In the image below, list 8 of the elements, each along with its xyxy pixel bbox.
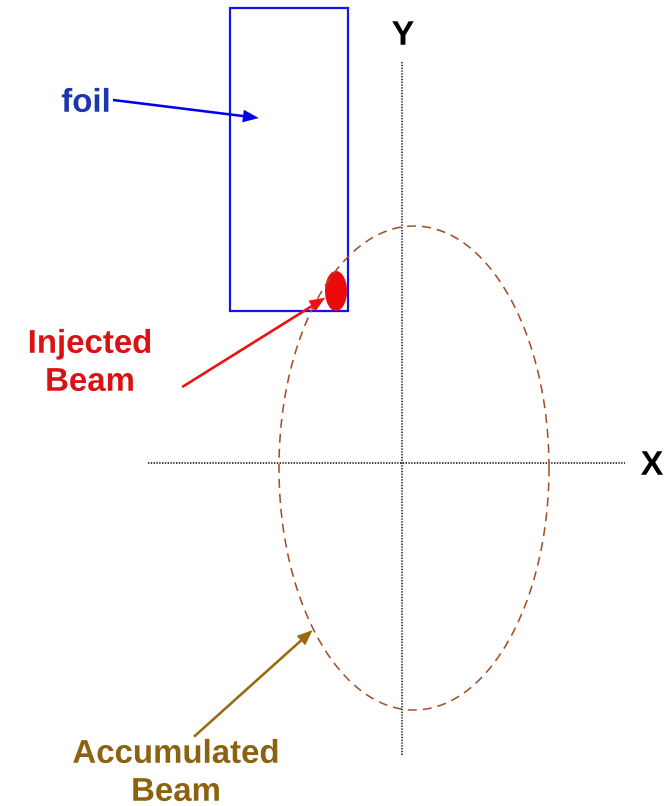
beam-spot — [325, 271, 347, 311]
callout-text: Injected Beam — [30, 328, 150, 392]
axis-label: Y — [392, 21, 414, 45]
callout-text: foil — [62, 88, 108, 112]
foil-box — [228, 6, 350, 312]
beam-ellipse — [278, 225, 550, 711]
callout-text: Accumulated Beam — [73, 738, 278, 802]
axis-label: X — [640, 451, 664, 475]
